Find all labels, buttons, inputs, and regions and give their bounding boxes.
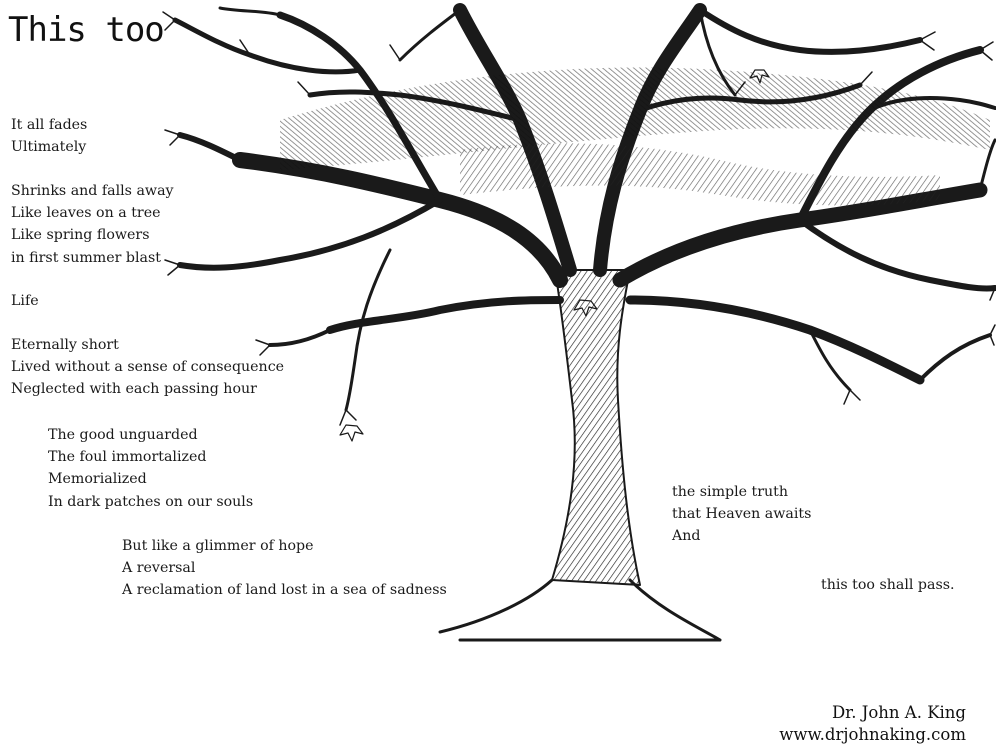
bare-tree-icon <box>162 3 996 642</box>
poem-line: Life <box>11 293 39 309</box>
poem-line: But like a glimmer of hope <box>122 538 314 554</box>
website-url: www.drjohnaking.com <box>779 725 966 744</box>
author-credit: Dr. John A. King <box>831 703 966 722</box>
stanza-3: Life <box>11 290 39 312</box>
poem-title: This too <box>8 10 165 50</box>
poem-line: The good unguarded <box>48 427 198 443</box>
stanza-1: It all fades Ultimately <box>11 114 87 158</box>
poem-line: And <box>672 528 701 545</box>
stanza-5: The good unguarded The foul immortalized… <box>48 424 253 513</box>
stanza-2: Shrinks and falls away Like leaves on a … <box>11 180 174 269</box>
stanza-8: this too shall pass. <box>821 574 955 596</box>
poem-line: Memorialized <box>48 471 147 488</box>
poem-line: Ultimately <box>11 139 87 156</box>
poem-line: The foul immortalized <box>48 449 207 466</box>
poem-line: that Heaven awaits <box>672 506 812 523</box>
poem-line: Shrinks and falls away <box>11 183 174 199</box>
poem-line: In dark patches on our souls <box>48 493 254 510</box>
poem-line: Neglected with each passing hour <box>11 381 257 398</box>
poem-line: in first summer blast <box>11 249 161 266</box>
poem-line: A reversal <box>122 560 196 577</box>
stanza-6: But like a glimmer of hope A reversal A … <box>122 535 447 602</box>
poem-line: It all fades <box>11 117 88 133</box>
poem-line: Lived without a sense of consequence <box>11 359 285 376</box>
poem-line: this too shall pass. <box>821 577 955 593</box>
poem-line: the simple truth <box>672 484 789 500</box>
poem-line: Like leaves on a tree <box>11 205 161 222</box>
poem-line: Eternally short <box>11 337 119 353</box>
stanza-4: Eternally short Lived without a sense of… <box>11 334 284 401</box>
poem-line: A reclamation of land lost in a sea of s… <box>122 582 447 599</box>
poem-line: Like spring flowers <box>11 227 150 244</box>
stanza-7: the simple truth that Heaven awaits And <box>672 481 811 548</box>
